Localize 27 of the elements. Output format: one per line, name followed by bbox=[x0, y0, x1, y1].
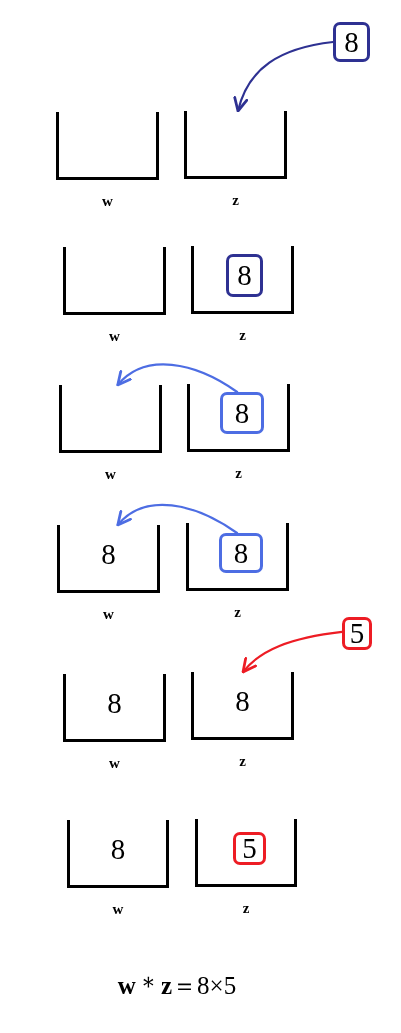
variable-name: z bbox=[234, 605, 241, 620]
arrow bbox=[116, 363, 239, 394]
variable-name: w bbox=[109, 329, 120, 344]
value-box: 8 bbox=[219, 533, 263, 573]
arrow bbox=[116, 503, 239, 535]
variable-name: z bbox=[235, 466, 242, 481]
value-number: 8 bbox=[235, 687, 250, 716]
arrow bbox=[234, 40, 335, 113]
value-box: 5 bbox=[342, 617, 372, 650]
variable-name: w bbox=[109, 756, 120, 771]
variable-name: z bbox=[239, 754, 246, 769]
variable-name: w bbox=[105, 467, 116, 482]
value-box: 8 bbox=[333, 22, 370, 62]
variable-name: w bbox=[112, 902, 124, 917]
variable-name: w bbox=[102, 194, 113, 209]
variable-name: z bbox=[239, 328, 246, 343]
value-number: 8 bbox=[101, 540, 116, 569]
arrow bbox=[241, 630, 344, 674]
value-box: 8 bbox=[220, 392, 264, 434]
value-box: 5 bbox=[233, 832, 266, 865]
variable-name: z bbox=[242, 901, 250, 916]
variable-name: z bbox=[232, 193, 239, 208]
variable-name: w bbox=[103, 607, 114, 622]
value-number: 8 bbox=[110, 835, 126, 864]
value-number: 8 bbox=[107, 689, 122, 718]
formula: w＊z＝8×5 bbox=[117, 972, 237, 998]
value-box: 8 bbox=[226, 254, 263, 297]
